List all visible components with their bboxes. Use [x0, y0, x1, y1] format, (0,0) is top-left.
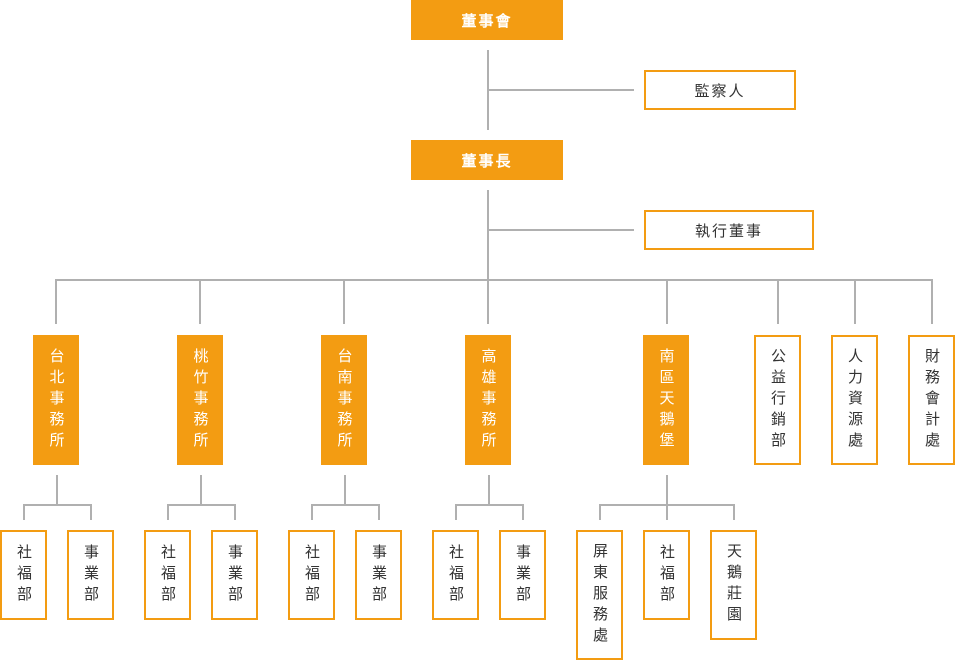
sub-leg: [311, 505, 313, 520]
office-tainan: 台南事務所: [321, 335, 367, 465]
unit-box: 社福部: [288, 530, 335, 620]
sub-bus-1: [167, 504, 236, 506]
supervisor-label: 監察人: [694, 81, 746, 100]
executive-director-label: 執行董事: [694, 221, 763, 240]
sub-leg: [455, 505, 457, 520]
sub-drop-3: [488, 475, 490, 505]
sub-drop-0: [56, 475, 58, 505]
sub-leg: [733, 505, 735, 520]
unit-box: 社福部: [643, 530, 690, 620]
drop-6: [854, 280, 856, 324]
office-label: 高雄事務所: [479, 347, 498, 453]
dept-human-resources: 人力資源處: [831, 335, 878, 465]
unit-box: 天鵝莊園: [710, 530, 757, 640]
office-label: 台南事務所: [335, 347, 354, 453]
unit-label: 屏東服務處: [591, 542, 609, 648]
sub-leg: [90, 505, 92, 520]
sub-bus-4: [599, 504, 735, 506]
unit-box: 社福部: [144, 530, 191, 620]
connector-executive: [488, 229, 634, 231]
executive-director-box: 執行董事: [644, 210, 814, 250]
office-south-swan-castle: 南區天鵝堡: [643, 335, 689, 465]
office-taipei: 台北事務所: [33, 335, 79, 465]
unit-box: 事業部: [211, 530, 258, 620]
sub-bus-3: [455, 504, 524, 506]
connector-supervisor: [488, 89, 634, 91]
unit-label: 事業部: [226, 543, 244, 607]
sub-leg: [378, 505, 380, 520]
sub-leg: [23, 505, 25, 520]
office-label: 台北事務所: [47, 347, 66, 453]
connector-chairman-down: [487, 190, 489, 280]
unit-label: 社福部: [15, 543, 33, 607]
dept-label: 公益行銷部: [769, 347, 787, 453]
unit-box: 事業部: [499, 530, 546, 620]
sub-drop-2: [344, 475, 346, 505]
sub-bus-0: [23, 504, 92, 506]
connector-bus: [55, 279, 933, 281]
office-label: 桃竹事務所: [191, 347, 210, 453]
unit-label: 天鵝莊園: [725, 543, 743, 627]
board-box: 董事會: [411, 0, 563, 40]
sub-leg: [167, 505, 169, 520]
drop-0: [55, 280, 57, 324]
sub-bus-2: [311, 504, 380, 506]
drop-5: [777, 280, 779, 324]
unit-box: 社福部: [432, 530, 479, 620]
dept-finance-accounting: 財務會計處: [908, 335, 955, 465]
drop-3: [487, 280, 489, 324]
drop-7: [931, 280, 933, 324]
unit-box: 事業部: [355, 530, 402, 620]
board-label: 董事會: [461, 11, 513, 30]
unit-box: 社福部: [0, 530, 47, 620]
supervisor-box: 監察人: [644, 70, 796, 110]
dept-label: 人力資源處: [846, 347, 864, 453]
sub-drop-1: [200, 475, 202, 505]
drop-4: [666, 280, 668, 324]
unit-label: 事業部: [82, 543, 100, 607]
dept-public-marketing: 公益行銷部: [754, 335, 801, 465]
sub-drop-4: [666, 475, 668, 520]
sub-leg: [522, 505, 524, 520]
unit-label: 社福部: [658, 543, 676, 607]
office-label: 南區天鵝堡: [657, 347, 676, 453]
chairman-box: 董事長: [411, 140, 563, 180]
unit-label: 事業部: [370, 543, 388, 607]
unit-box: 事業部: [67, 530, 114, 620]
unit-label: 社福部: [303, 543, 321, 607]
unit-label: 社福部: [159, 543, 177, 607]
office-taozhu: 桃竹事務所: [177, 335, 223, 465]
sub-leg: [234, 505, 236, 520]
chairman-label: 董事長: [461, 151, 513, 170]
sub-leg: [599, 505, 601, 520]
drop-1: [199, 280, 201, 324]
office-kaohsiung: 高雄事務所: [465, 335, 511, 465]
unit-box: 屏東服務處: [576, 530, 623, 660]
drop-2: [343, 280, 345, 324]
unit-label: 事業部: [514, 543, 532, 607]
dept-label: 財務會計處: [923, 347, 941, 453]
unit-label: 社福部: [447, 543, 465, 607]
